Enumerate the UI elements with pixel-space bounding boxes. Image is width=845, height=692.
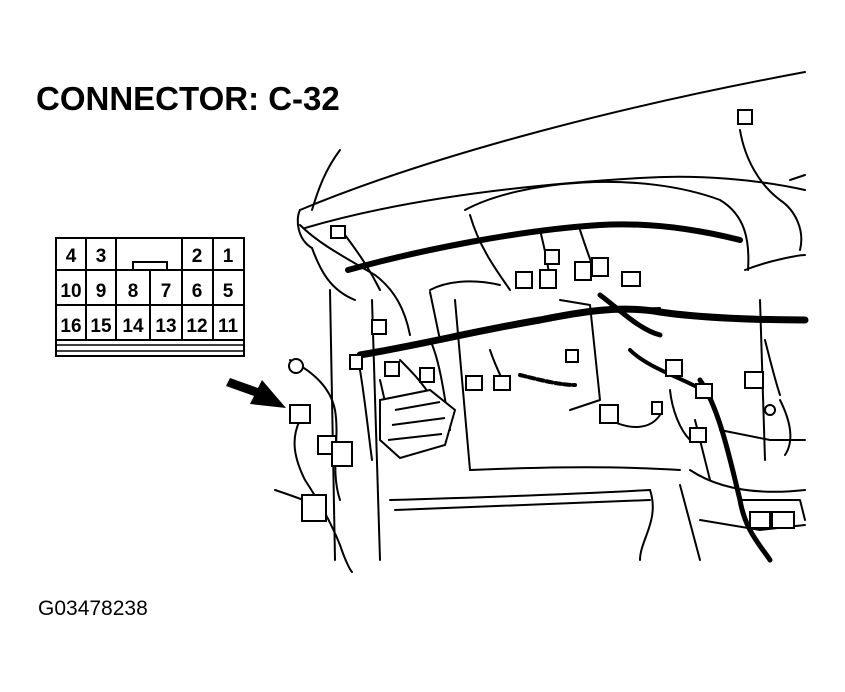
figure-id: G03478238 <box>38 597 148 620</box>
connector-plug <box>651 401 663 415</box>
connector-plug <box>465 375 483 391</box>
pin-label: 11 <box>218 316 239 337</box>
pin-label: 4 <box>66 246 77 267</box>
wires <box>274 129 803 573</box>
connector-plug <box>331 441 353 467</box>
harness-connectors <box>288 109 795 529</box>
connector-plug <box>301 494 327 522</box>
connector-pin-labels: 4 3 2 1 10 9 8 7 6 5 16 15 14 13 12 11 <box>60 246 238 337</box>
pin-cell <box>85 237 117 271</box>
junction-block <box>379 388 457 460</box>
connector-plug <box>349 354 363 370</box>
connector-plug <box>689 427 707 443</box>
connector-latch <box>132 261 168 271</box>
connector-plug <box>599 404 619 424</box>
pin-label: 9 <box>96 281 107 302</box>
connector-plug <box>384 361 400 377</box>
connector-body <box>55 237 245 357</box>
connector-plug <box>744 371 764 389</box>
connector-plug <box>493 375 511 391</box>
pin-label: 3 <box>96 246 107 267</box>
connector-plug <box>574 261 592 281</box>
connector-plug <box>591 257 609 277</box>
connector-plug <box>371 319 387 335</box>
connector-plug <box>330 225 346 239</box>
pin-label: 15 <box>90 316 112 337</box>
grommet <box>764 404 776 416</box>
pin-label: 7 <box>161 281 172 302</box>
pin-label: 8 <box>128 281 139 302</box>
connector-plug <box>565 349 579 363</box>
page-title: CONNECTOR: C-32 <box>36 80 340 117</box>
connector-plug <box>695 383 713 399</box>
connector-face <box>55 237 245 357</box>
pin-label: 14 <box>122 316 144 337</box>
connector-plug <box>665 359 683 377</box>
pin-label: 2 <box>192 246 203 267</box>
pin-label: 16 <box>60 316 81 337</box>
connector-plug <box>515 271 533 289</box>
connector-plug <box>621 271 641 287</box>
pin-label: 13 <box>155 316 176 337</box>
connector-plug <box>419 367 435 383</box>
connector-plug <box>737 109 753 125</box>
connector-plug <box>749 511 771 529</box>
pin-label: 6 <box>192 281 203 302</box>
wiring-harness <box>345 221 809 563</box>
pin-label: 5 <box>223 281 234 302</box>
connector-plug <box>539 269 557 289</box>
connector-plug <box>289 404 311 424</box>
grommet <box>288 358 304 374</box>
pin-label: 10 <box>60 281 81 302</box>
dashboard-outline <box>296 71 806 561</box>
connector-plug <box>544 249 560 265</box>
arrow-icon <box>226 378 286 408</box>
pin-label: 1 <box>223 246 234 267</box>
pin-cell <box>212 237 245 271</box>
connector-plug <box>771 511 795 529</box>
pin-label: 12 <box>186 316 207 337</box>
